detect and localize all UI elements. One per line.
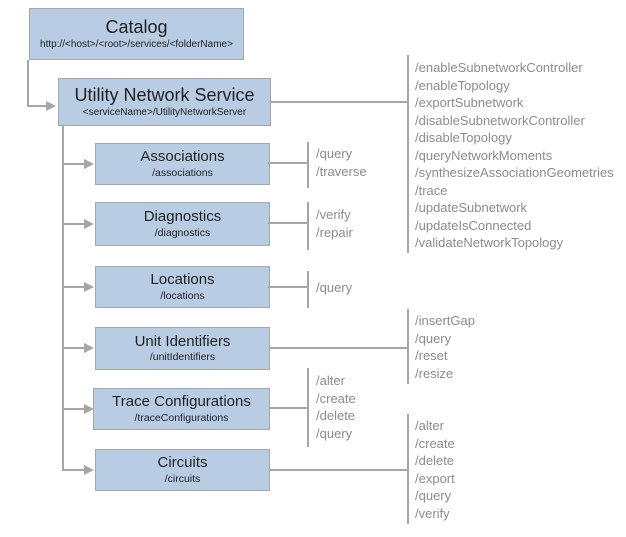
node-subtitle: /traceConfigurations — [134, 411, 229, 424]
connector-line — [62, 163, 85, 165]
node-subtitle: /diagnostics — [154, 226, 211, 239]
connector-line — [271, 101, 407, 103]
connector-line — [268, 222, 307, 224]
operation-label: /trace — [415, 182, 448, 198]
operation-label: /repair — [316, 224, 353, 240]
arrowhead-icon — [84, 464, 94, 475]
connector-line — [270, 469, 407, 471]
connector-line — [62, 408, 85, 410]
arrowhead-icon — [84, 403, 94, 414]
connector-line — [27, 105, 47, 107]
operation-label: /delete — [415, 453, 455, 468]
node-subtitle: /unitIdentifiers — [149, 351, 216, 364]
operation-label: /disableSubnetworkController — [415, 112, 585, 128]
node-subtitle: /associations — [152, 166, 213, 179]
operation-label: /delete — [316, 408, 356, 423]
locations-operations-list: /query — [316, 279, 352, 297]
node-title: Locations — [150, 271, 215, 289]
connector-line — [62, 347, 85, 349]
node-unit-identifiers: Unit Identifiers /unitIdentifiers — [95, 327, 270, 370]
node-subtitle: /locations — [160, 289, 205, 302]
node-locations: Locations /locations — [95, 266, 270, 308]
unit-identifiers-operations-list: /insertGap/query/reset/resize — [415, 312, 475, 382]
operation-label: /verify — [316, 207, 351, 222]
node-circuits: Circuits /circuits — [95, 449, 270, 491]
operation-label: /traverse — [316, 163, 367, 179]
operation-label: /query — [415, 488, 452, 503]
connector-line — [307, 368, 309, 447]
node-associations: Associations /associations — [95, 143, 270, 185]
node-title: Catalog — [105, 16, 168, 37]
operation-label: /query — [415, 330, 452, 346]
connector-line — [270, 407, 307, 409]
connector-line — [307, 271, 309, 308]
connector-line — [62, 125, 64, 471]
node-trace-configurations: Trace Configurations /traceConfiguration… — [93, 388, 270, 430]
associations-operations-list: /query/traverse — [316, 145, 367, 180]
operation-label: /verify — [415, 505, 450, 521]
operation-label: /exportSubnetwork — [415, 95, 524, 110]
arrowhead-icon — [84, 342, 94, 353]
connector-line — [62, 223, 85, 225]
arrowhead-icon — [84, 281, 94, 292]
node-title: Utility Network Service — [74, 84, 255, 105]
connector-line — [62, 469, 85, 471]
node-title: Associations — [140, 148, 225, 166]
operation-label: /query — [316, 280, 353, 295]
node-subtitle: http://<host>/<root>/services/<folderNam… — [40, 38, 233, 50]
node-subtitle: /circuits — [164, 472, 201, 485]
connector-line — [268, 286, 307, 288]
node-title: Trace Configurations — [112, 393, 251, 411]
arrowhead-icon — [84, 218, 94, 229]
operation-label: /enableSubnetworkController — [415, 60, 583, 75]
operation-label: /resize — [415, 365, 454, 381]
operation-label: /enableTopology — [415, 77, 510, 93]
connector-line — [268, 162, 307, 164]
connector-line — [307, 142, 309, 188]
operation-label: /validateNetworkTopology — [415, 235, 564, 250]
operation-label: /export — [415, 470, 455, 486]
operation-label: /updateIsConnected — [415, 217, 532, 233]
operation-label: /alter — [415, 418, 444, 433]
connector-line — [62, 286, 85, 288]
diagnostics-operations-list: /verify/repair — [316, 206, 353, 241]
operation-label: /disableTopology — [415, 130, 512, 145]
node-title: Diagnostics — [143, 208, 222, 226]
operation-label: /create — [415, 435, 455, 451]
circuits-operations-list: /alter/create/delete/export/query/verify — [415, 417, 455, 522]
connector-line — [270, 347, 407, 349]
operation-label: /synthesizeAssociationGeometries — [415, 165, 614, 180]
operation-label: /alter — [316, 373, 345, 388]
arrowhead-icon — [46, 100, 56, 111]
service-operations-list: /enableSubnetworkController/enableTopolo… — [415, 59, 614, 252]
operation-label: /create — [316, 390, 356, 406]
node-title: Circuits — [157, 454, 208, 472]
connector-line — [407, 414, 409, 524]
operation-label: /queryNetworkMoments — [415, 147, 553, 163]
trace-configurations-operations-list: /alter/create/delete/query — [316, 372, 356, 442]
connector-line — [307, 202, 309, 250]
node-catalog: Catalog http://<host>/<root>/services/<f… — [29, 8, 244, 60]
arrowhead-icon — [84, 158, 94, 169]
connector-line — [407, 55, 409, 253]
operation-label: /reset — [415, 348, 448, 363]
node-title: Unit Identifiers — [134, 332, 231, 350]
node-utility-network-service: Utility Network Service <serviceName>/Ut… — [58, 78, 271, 126]
node-subtitle: <serviceName>/UtilityNetworkServer — [82, 106, 247, 118]
connector-line — [27, 60, 29, 107]
operation-label: /updateSubnetwork — [415, 200, 528, 215]
operation-label: /query — [316, 146, 353, 161]
connector-line — [407, 309, 409, 384]
operation-label: /query — [316, 425, 353, 441]
operation-label: /insertGap — [415, 313, 475, 328]
node-diagnostics: Diagnostics /diagnostics — [95, 202, 270, 246]
